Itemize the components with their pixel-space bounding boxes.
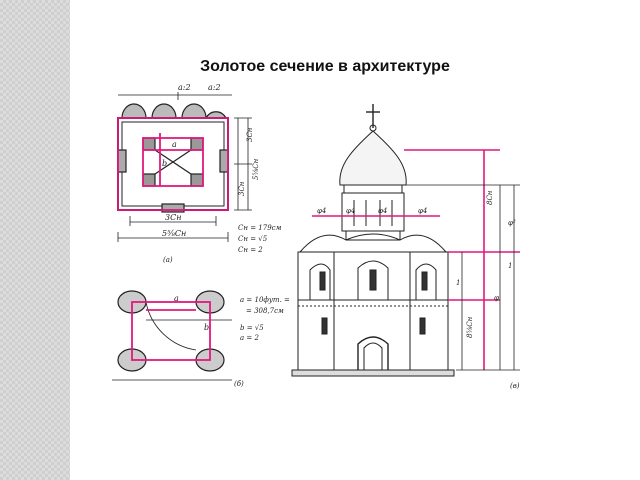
plan-b-label-b: b bbox=[204, 323, 209, 332]
plan-a-bottom-label-2: 5⅝Cн bbox=[162, 229, 186, 238]
plan-a bbox=[117, 92, 252, 242]
elevation-right-label-6: 1 bbox=[456, 279, 460, 287]
plan-b-caption: (б) bbox=[234, 380, 244, 388]
plan-b-label-a: a bbox=[174, 294, 179, 303]
slide-left-pattern-strip bbox=[0, 0, 70, 480]
plan-a-right-label-1: 3Cн bbox=[246, 127, 254, 142]
slide-title: Золотое сечение в архитектуре bbox=[200, 58, 450, 75]
elevation-phi-label-3: φ4 bbox=[378, 207, 387, 215]
plan-b-formula-3: b = √5 bbox=[240, 324, 264, 332]
plan-a-top-label-1: a:2 bbox=[178, 83, 191, 92]
plan-a-inner-label-b: b bbox=[162, 159, 167, 168]
church-elevation bbox=[291, 104, 455, 377]
elevation-phi-label-4: φ4 bbox=[418, 207, 427, 215]
plan-a-bottom-label-1: 3Cн bbox=[165, 213, 181, 222]
elevation-right-label-1: 8Cн bbox=[486, 190, 494, 205]
plan-b bbox=[112, 290, 232, 381]
plan-a-right-label-2: 3Cн bbox=[238, 181, 246, 196]
plan-a-formula-1: Cн = 179см bbox=[238, 224, 282, 232]
plan-b-golden-lines bbox=[131, 301, 211, 361]
plan-a-formula-2: Cн = √5 bbox=[238, 235, 268, 243]
plan-a-caption: (а) bbox=[163, 256, 173, 264]
plan-b-formula-2: = 308,7см bbox=[246, 307, 284, 315]
plan-b-formula-1: a = 10фут. = bbox=[240, 296, 290, 304]
elevation-right-label-2: φ² bbox=[508, 219, 516, 227]
elevation-right-label-3: 1 bbox=[508, 262, 512, 270]
elevation-dimension-lines bbox=[404, 184, 520, 371]
elevation-caption: (в) bbox=[510, 382, 520, 390]
plan-a-golden-lines bbox=[117, 117, 229, 211]
elevation-phi-label-1: φ4 bbox=[317, 207, 326, 215]
elevation-right-label-5: 8⅝Cн bbox=[466, 316, 474, 338]
plan-a-top-label-2: a:2 bbox=[208, 83, 221, 92]
elevation-right-label-4: φ bbox=[494, 294, 499, 302]
elevation-phi-label-2: φ4 bbox=[346, 207, 355, 215]
plan-a-right-label-3: 5⅝Cн bbox=[252, 158, 260, 180]
plan-a-formula-3: Cн = 2 bbox=[238, 246, 263, 254]
plan-a-inner-label-a: a bbox=[172, 140, 177, 149]
plan-b-formula-4: a = 2 bbox=[240, 334, 259, 342]
elevation-golden-lines bbox=[312, 149, 520, 370]
